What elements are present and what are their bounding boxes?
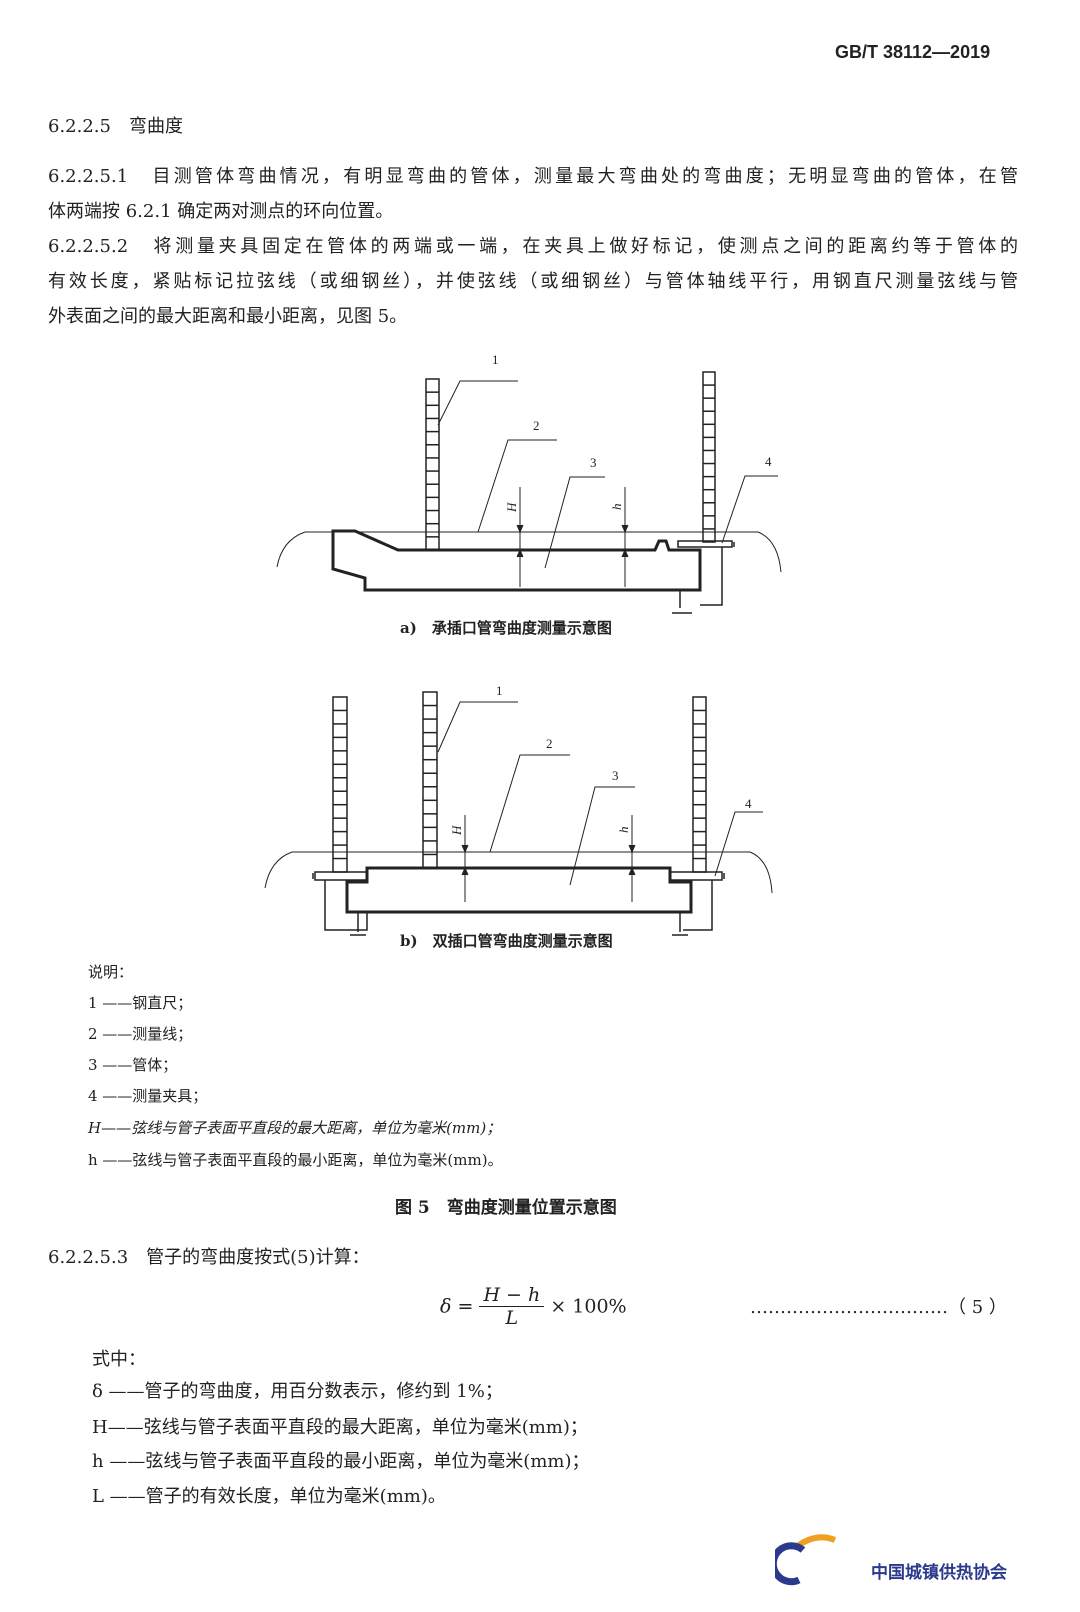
var-def: H——弦线与管子表面平直段的最大距离，单位为毫米(mm)； [92,1417,588,1438]
var-def: δ ——管子的弯曲度，用百分数表示，修约到 1%； [92,1381,503,1402]
clamp [669,871,725,936]
legend-item: 3 ——管体； [88,1056,178,1074]
callout-3: 3 [590,455,597,470]
pipe-body [345,866,693,914]
caption-a: a) 承插口管弯曲度测量示意图 [400,619,612,637]
section-title: 弯曲度 [128,116,183,137]
figure-title: 图 5 弯曲度测量位置示意图 [395,1198,617,1218]
callout-1: 1 [496,683,503,698]
callout-4: 4 [765,454,772,469]
legend-title: 说明： [88,963,134,981]
denominator: L [505,1307,519,1329]
calc-intro: 6.2.2.5.3 管子的弯曲度按式(5)计算： [48,1247,370,1268]
legend-item: 1 ——钢直尺； [88,994,193,1012]
figure-a-diagram: 1 2 3 4 H h [276,352,782,614]
callout-3: 3 [612,768,619,783]
clamp [312,871,368,936]
section-number: 6.2.2.5 [48,116,111,137]
dim-H [461,815,469,902]
equation-number: ……………………………（ 5 ） [750,1297,1007,1318]
steel-ruler [422,691,438,869]
para-line: 6.2.2.5.2 将测量夹具固定在管体的两端或一端，在夹具上做好标记，使测点之… [48,236,1018,257]
label-H: H [504,502,519,513]
callout-2: 2 [533,418,540,433]
watermark-logo: 中国城镇供热协会 [769,1530,1055,1590]
dim-h [621,487,629,587]
clamp [672,540,735,614]
var-def: L ——管子的有效长度，单位为毫米(mm)。 [92,1486,446,1507]
section-heading: 6.2.2.5 弯曲度 [48,115,183,139]
figure-b-diagram: 1 2 3 4 H h [264,683,773,936]
steel-ruler [692,696,707,873]
formula-rhs: × 100% [550,1295,627,1318]
steel-ruler [332,696,348,873]
numerator: H − h [479,1284,545,1307]
where-label: 式中： [92,1349,146,1370]
label-h: h [616,827,631,834]
outline-arc [264,851,773,894]
callout-4: 4 [745,796,752,811]
callout-2: 2 [546,736,553,751]
legend-item: H——弦线与管子表面平直段的最大距离，单位为毫米(mm)； [88,1119,502,1137]
caption-b: b) 双插口管弯曲度测量示意图 [400,932,613,950]
cdha-logo-icon [769,1534,837,1586]
steel-ruler [702,371,716,543]
label-H: H [449,825,464,836]
label-h: h [609,504,624,511]
legend-item: 2 ——测量线； [88,1025,193,1043]
outline-arc [276,531,782,573]
para-line: 外表面之间的最大距离和最小距离，见图 5。 [48,306,408,327]
org-name: 中国城镇供热协会 [871,1563,1007,1582]
para-line: 体两端按 6.2.1 确定两对测点的环向位置。 [48,201,394,222]
para-line: 6.2.2.5.1 目测管体弯曲情况，有明显弯曲的管体，测量最大弯曲处的弯曲度；… [48,166,1018,187]
legend-item: h ——弦线与管子表面平直段的最小距离，单位为毫米(mm)。 [88,1151,503,1169]
pipe-body [331,529,702,592]
para-line: 有效长度，紧贴标记拉弦线（或细钢丝），并使弦线（或细钢丝）与管体轴线平行，用钢直… [48,271,1018,292]
var-def: h ——弦线与管子表面平直段的最小距离，单位为毫米(mm)； [92,1451,590,1472]
dim-h [628,815,636,902]
formula-lhs: δ = [440,1295,474,1318]
dim-H [516,487,524,587]
standard-number: GB/T 38112—2019 [835,42,991,62]
steel-ruler [425,378,440,551]
callout-1: 1 [492,352,499,367]
legend-item: 4 ——测量夹具； [88,1087,208,1105]
